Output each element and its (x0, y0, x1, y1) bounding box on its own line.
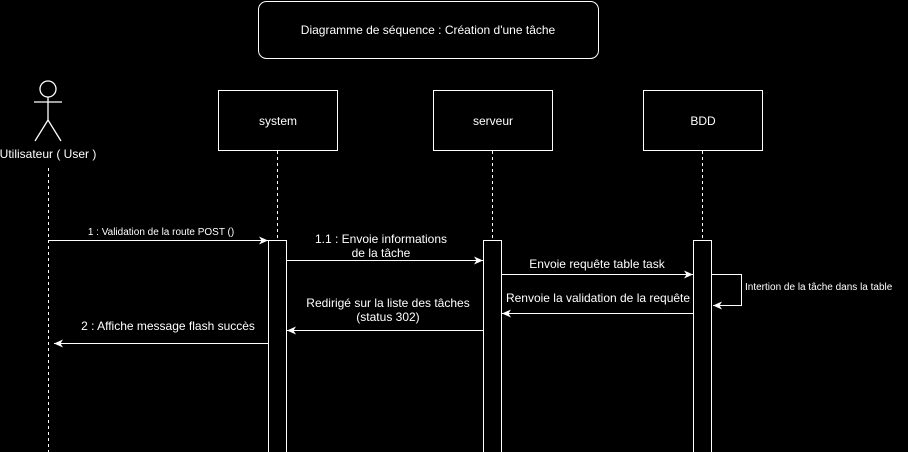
message-label-requete: Envoie requête table task (529, 257, 665, 271)
message-label-1-1-line2: de la tâche (351, 246, 411, 261)
activation-bdd (693, 240, 712, 452)
participant-serveur-label: serveur (472, 113, 513, 128)
participant-serveur: serveur (433, 90, 553, 151)
message-label-self-insertion: Intertion de la tâche dans la table (745, 282, 893, 293)
message-label-1-1-line1: 1.1 : Envoie informations (314, 232, 448, 246)
diagram-title: Diagramme de séquence : Création d'une t… (300, 23, 556, 37)
message-label-2: 2 : Affiche message flash succès (81, 319, 255, 333)
message-label-1: 1 : Validation de la route POST () (87, 227, 235, 238)
actor-stick-figure-icon (34, 80, 62, 142)
participant-system: system (218, 90, 338, 151)
activation-serveur (483, 240, 502, 452)
activation-system (268, 240, 287, 452)
participant-system-label: system (258, 113, 297, 128)
message-label-redirect-line2: (status 302) (356, 310, 420, 325)
message-arrow-self-insertion (712, 274, 742, 310)
participant-bdd-label: BDD (690, 113, 716, 128)
message-label-1-1: 1.1 : Envoie informations de la tâche (315, 232, 447, 261)
message-label-validation: Renvoie la validation de la requête (505, 291, 691, 305)
message-label-redirect: Redirigé sur la liste des tâches (status… (306, 296, 469, 325)
participant-bdd: BDD (643, 90, 763, 151)
message-label-redirect-line1: Redirigé sur la liste des tâches (306, 296, 470, 310)
actor-label: Utilisateur ( User ) (0, 147, 97, 161)
title-box (258, 1, 599, 59)
